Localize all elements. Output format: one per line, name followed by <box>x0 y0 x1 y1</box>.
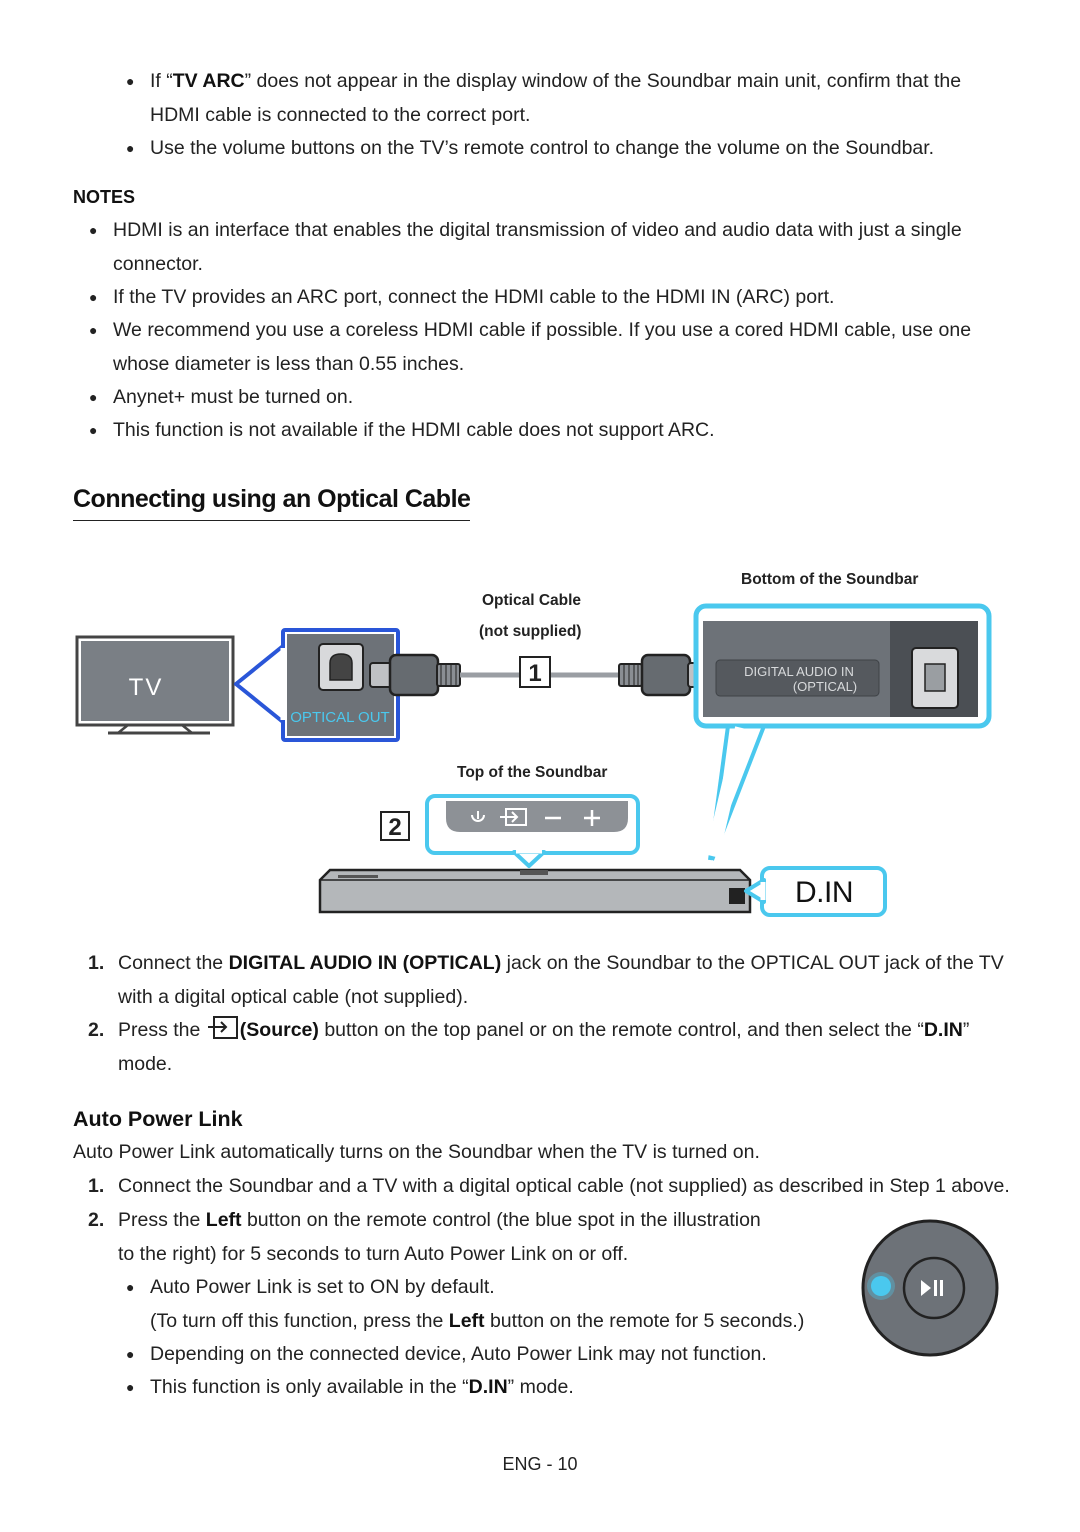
page-number: ENG - 10 <box>502 1454 578 1474</box>
auto-step-2: 2. Press the Left button on the remote c… <box>88 1204 761 1271</box>
auto-power-link-description: Auto Power Link automatically turns on t… <box>73 1141 760 1163</box>
bullet-dot: ● <box>89 389 98 405</box>
bottom-of-soundbar-label: Bottom of the Soundbar <box>741 571 919 588</box>
auto-bullet-default: ● Auto Power Link is set to ON by defaul… <box>126 1271 804 1338</box>
step-number: 2. <box>88 1019 105 1041</box>
play-pause-button <box>902 1256 966 1320</box>
tv-illustration: TV <box>75 635 235 735</box>
bullet-text: We recommend you use a coreless HDMI cab… <box>113 319 972 375</box>
power-icon <box>471 811 485 822</box>
din-label: D.IN <box>795 876 853 909</box>
soundbar-illustration <box>318 868 752 914</box>
note-coreless: ● We recommend you use a coreless HDMI c… <box>89 314 971 381</box>
optical-out-callout: OPTICAL OUT <box>234 628 400 742</box>
step-text: Connect the DIGITAL AUDIO IN (OPTICAL) j… <box>118 952 1004 1008</box>
step-text: Press the Left button on the remote cont… <box>118 1209 761 1265</box>
source-icon <box>500 808 527 826</box>
step-1-number: 1 <box>528 660 541 687</box>
bullet-text: Depending on the connected device, Auto … <box>150 1343 767 1365</box>
note-anynet: ● Anynet+ must be turned on. <box>89 381 353 415</box>
step-number: 1. <box>88 952 105 974</box>
bullet-text: Auto Power Link is set to ON by default.… <box>150 1276 805 1332</box>
bullet-text: This function is only available in the “… <box>150 1376 574 1398</box>
step-2-marker <box>380 811 410 841</box>
bullet-text: Use the volume buttons on the TV’s remot… <box>150 137 935 159</box>
bullet-text: This function is not available if the HD… <box>113 419 715 441</box>
bullet-dot: ● <box>126 1379 135 1395</box>
intro-bullet-volume: ● Use the volume buttons on the TV’s rem… <box>126 132 934 166</box>
notes-heading: NOTES <box>73 187 136 207</box>
auto-bullet-din: ● This function is only available in the… <box>126 1371 574 1405</box>
bullet-text: If the TV provides an ARC port, connect … <box>113 286 835 308</box>
auto-step-1: 1. Connect the Soundbar and a TV with a … <box>88 1170 1010 1204</box>
bullet-dot: ● <box>126 73 135 89</box>
source-icon <box>207 1016 238 1039</box>
note-arc-port: ● If the TV provides an ARC port, connec… <box>89 281 834 315</box>
intro-bullet-tv-arc: ● If “TV ARC” does not appear in the dis… <box>126 65 961 132</box>
connection-diagram: TV OPTICAL OUT 1 <box>75 603 992 917</box>
bullet-dot: ● <box>89 222 98 238</box>
remote-illustration <box>861 1219 999 1357</box>
soundbar-bottom-callout: DIGITAL AUDIO IN (OPTICAL) <box>693 603 992 861</box>
optical-cable: 1 <box>369 653 707 697</box>
step-text: Press the (Source) button on the top pan… <box>118 1014 969 1081</box>
bullet-text: HDMI is an interface that enables the di… <box>113 219 962 275</box>
bullet-dot: ● <box>89 422 98 438</box>
bullet-dot: ● <box>126 140 135 156</box>
top-of-soundbar-label: Top of the Soundbar <box>457 764 608 781</box>
note-hdmi: ● HDMI is an interface that enables the … <box>89 214 962 281</box>
bullet-text: Anynet+ must be turned on. <box>113 386 354 408</box>
auto-bullet-device: ● Depending on the connected device, Aut… <box>126 1338 767 1372</box>
play-pause-icon <box>921 1280 943 1296</box>
step-2-number: 2 <box>388 814 401 841</box>
din-callout: D.IN <box>744 866 887 917</box>
soundbar-top-callout: 2 <box>380 794 640 868</box>
step-number: 2. <box>88 1209 105 1231</box>
section-title: Connecting using an Optical Cable <box>73 482 471 521</box>
digital-audio-in-label: DIGITAL AUDIO IN <box>744 664 854 679</box>
optical-sub-label: (OPTICAL) <box>793 679 857 694</box>
step-2: 2. Press the (Source) button on the top … <box>88 1014 969 1081</box>
step-1-marker <box>519 656 551 688</box>
optical-cable-label: Optical Cable <box>482 592 582 609</box>
tv-label: TV <box>129 674 164 701</box>
bullet-text: If “TV ARC” does not appear in the displ… <box>150 70 962 126</box>
volume-up-icon <box>584 810 600 826</box>
not-supplied-label: (not supplied) <box>479 623 582 640</box>
bullet-dot: ● <box>89 322 98 338</box>
bullet-dot: ● <box>126 1346 135 1362</box>
step-text: Connect the Soundbar and a TV with a dig… <box>118 1175 1010 1197</box>
step-1: 1. Connect the DIGITAL AUDIO IN (OPTICAL… <box>88 947 1004 1014</box>
left-button-blue-spot <box>871 1276 891 1296</box>
bullet-dot: ● <box>126 1279 135 1295</box>
optical-out-label: OPTICAL OUT <box>290 709 389 726</box>
step-number: 1. <box>88 1175 105 1197</box>
bullet-dot: ● <box>89 289 98 305</box>
note-arc-support: ● This function is not available if the … <box>89 414 715 448</box>
auto-power-link-heading: Auto Power Link <box>73 1107 243 1131</box>
